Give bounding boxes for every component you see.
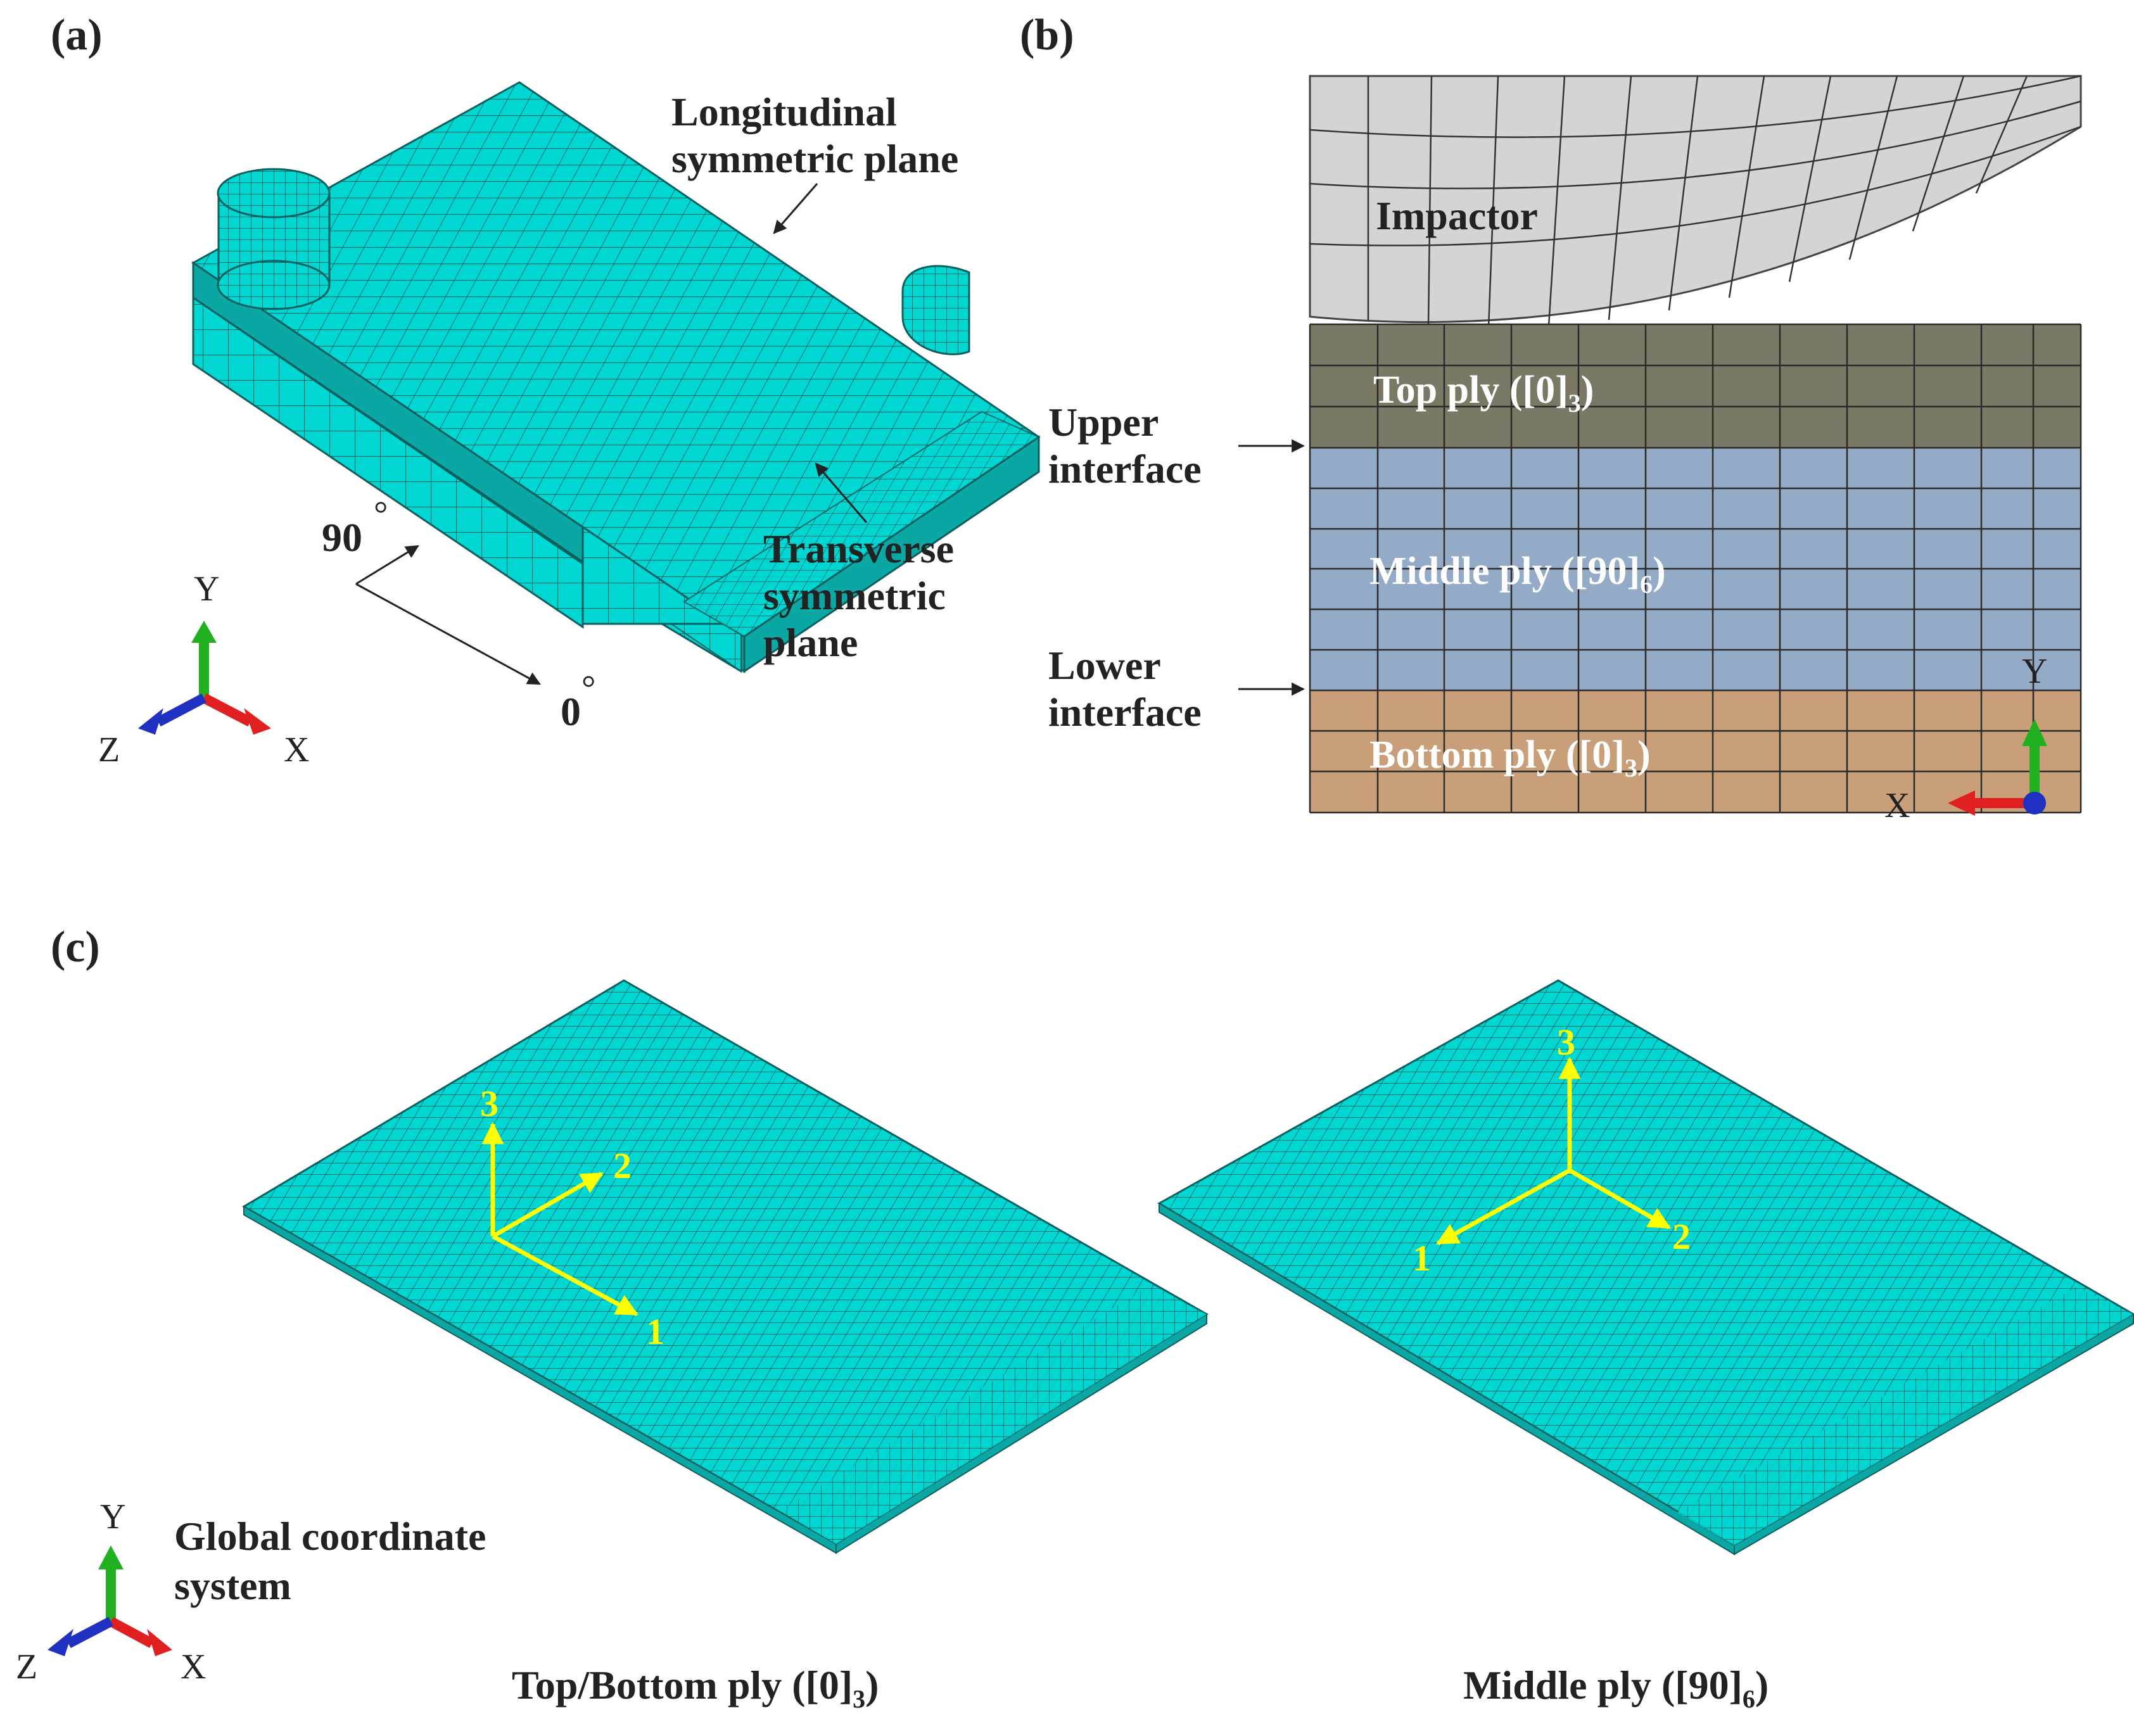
right-axis-3: 3	[1557, 1022, 1575, 1063]
panel-c-label: (c)	[51, 923, 100, 972]
bottom-ply-layer	[1310, 690, 2081, 813]
support-half-cylinder	[901, 265, 970, 355]
left-local-axes	[481, 1122, 639, 1317]
global-triad-x: X	[181, 1647, 206, 1687]
left-plate	[242, 979, 1209, 1554]
lower-interface-line2: interface	[1048, 690, 1202, 735]
global-triad-y: Y	[100, 1497, 125, 1536]
panel-a-label: (a)	[51, 11, 103, 60]
impactor-mesh	[1309, 75, 2081, 329]
right-plate	[1157, 979, 2134, 1555]
left-plate-caption: Top/Bottom ply ([0]3)	[512, 1663, 879, 1713]
top-ply-label: Top ply ([0]3)	[1373, 369, 1594, 417]
support-block-left	[192, 296, 584, 629]
middle-ply-label: Middle ply ([90]6)	[1369, 550, 1666, 599]
transverse-label-line2: symmetric	[763, 573, 946, 618]
upper-interface-line1: Upper	[1048, 400, 1159, 445]
triad-b-x: X	[1884, 786, 1910, 825]
longitudinal-label-line2: symmetric plane	[671, 136, 958, 181]
left-axis-1: 1	[646, 1311, 664, 1352]
angle-90-label: 90	[322, 515, 362, 560]
panel-c: (c) 3 2 1 3 2 1	[16, 923, 2134, 1713]
impactor-cylinder	[217, 168, 331, 310]
angle-90-degree: °	[374, 495, 388, 534]
transverse-label-line3: plane	[763, 620, 858, 665]
triad-a-y: Y	[194, 569, 219, 609]
left-axis-3: 3	[480, 1083, 499, 1124]
triad-a-z: Z	[98, 730, 120, 770]
triad-a-x: X	[284, 730, 309, 770]
panel-b-label: (b)	[1020, 11, 1074, 60]
global-triad: Y X Z	[16, 1497, 206, 1687]
panel-a-triad: Y X Z	[98, 569, 309, 770]
lower-interface-line1: Lower	[1048, 643, 1161, 688]
top-ply-layer	[1310, 324, 2081, 448]
upper-interface-line2: interface	[1048, 447, 1202, 491]
ply-mesh-lines	[1309, 323, 2082, 814]
triad-b-y: Y	[2022, 652, 2047, 691]
fiber-angle-indicator: 90 ° 0 °	[322, 495, 595, 734]
longitudinal-arrow	[773, 183, 818, 234]
global-coordinate-line2: system	[174, 1563, 291, 1608]
right-local-axes	[1435, 1056, 1672, 1246]
longitudinal-label-line1: Longitudinal	[671, 89, 897, 134]
angle-0-degree: °	[581, 669, 595, 708]
global-coordinate-line1: Global coordinate	[174, 1514, 486, 1559]
right-axis-2: 2	[1672, 1216, 1691, 1257]
panel-a: (a) Longitudinal symmetric plane Transve…	[51, 11, 1041, 770]
transverse-label-line1: Transverse	[763, 526, 954, 571]
transverse-arrow	[815, 462, 868, 523]
plate-right-face	[743, 435, 1040, 673]
global-triad-z: Z	[16, 1647, 37, 1687]
impactor-label: Impactor	[1376, 193, 1538, 238]
panel-b-triad: Y X	[1884, 652, 2047, 825]
right-axis-1: 1	[1413, 1238, 1431, 1279]
right-plate-caption: Middle ply ([90]6)	[1463, 1663, 1769, 1713]
left-axis-2: 2	[613, 1145, 632, 1186]
angle-0-label: 0	[561, 689, 581, 734]
panel-b: (b) Impactor	[1020, 11, 2082, 825]
bottom-ply-label: Bottom ply ([0]3)	[1369, 733, 1651, 782]
